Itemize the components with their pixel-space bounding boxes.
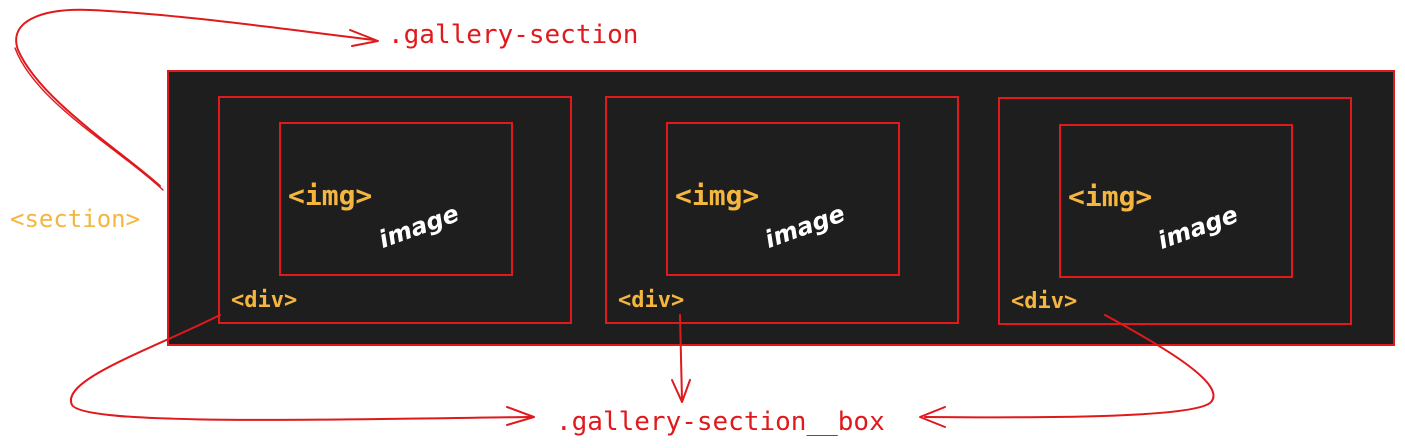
- gallery-box-3: [998, 97, 1352, 325]
- box1-to-class-arrow: [69, 314, 531, 421]
- gallery-box-1: [218, 96, 572, 324]
- arrowhead-4: [919, 406, 946, 428]
- gallery-box-2: [605, 96, 959, 324]
- gallery-box-class-label: .gallery-section__box: [556, 407, 885, 437]
- arrowhead-3: [671, 379, 691, 403]
- image-box-2: [666, 122, 900, 276]
- div-tag-label-2: <div>: [618, 288, 685, 313]
- section-to-class-arrow: [15, 8, 375, 187]
- image-box-1: [279, 122, 513, 276]
- gallery-section-class-label: .gallery-section: [388, 20, 639, 50]
- section-container: [167, 70, 1395, 346]
- img-tag-label-2: <img>: [675, 179, 760, 212]
- image-box-3: [1059, 124, 1293, 278]
- div-tag-label-1: <div>: [231, 288, 298, 313]
- arrowhead-1: [349, 29, 379, 47]
- arrowhead-2: [506, 406, 535, 426]
- img-tag-label-1: <img>: [288, 179, 373, 212]
- div-tag-label-3: <div>: [1011, 289, 1078, 314]
- box2-to-class-arrow: [679, 314, 683, 401]
- img-tag-label-3: <img>: [1068, 180, 1153, 213]
- section-tag-label: <section>: [10, 205, 141, 233]
- box3-to-class-arrow: [924, 314, 1215, 419]
